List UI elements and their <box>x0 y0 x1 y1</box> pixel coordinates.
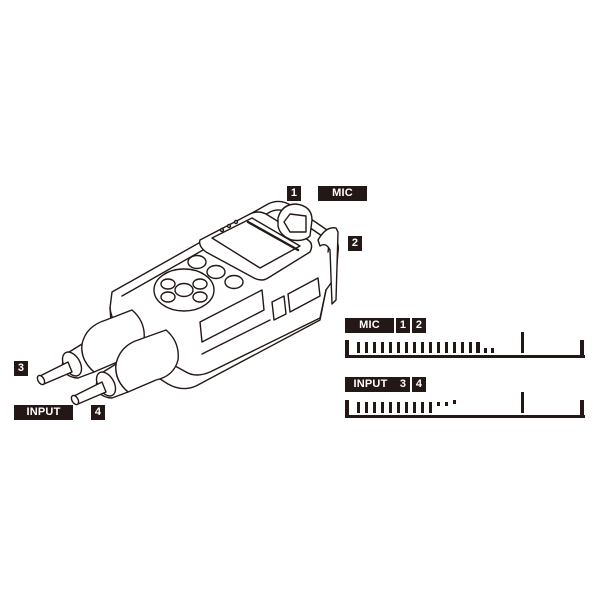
meter-input-label: INPUT <box>345 377 396 392</box>
callout-3: 3 <box>14 361 28 376</box>
input-level-meter <box>345 392 585 418</box>
xlr-plug-4 <box>70 329 179 406</box>
meter-mic-label: MIC <box>345 318 394 333</box>
display-screen <box>211 217 301 269</box>
meter-mic-ch1: 1 <box>396 318 410 333</box>
callout-2: 2 <box>348 236 362 251</box>
mic-clip <box>317 227 339 305</box>
mic-level-meter <box>345 332 585 358</box>
mic-meter-bars <box>357 342 494 353</box>
mic-peak-marker <box>521 332 524 353</box>
meter-mic-ch2: 2 <box>412 318 426 333</box>
input-meter-bars <box>357 400 456 413</box>
callout-input: INPUT <box>14 405 73 420</box>
input-peak-marker <box>521 392 524 413</box>
button-3 <box>224 274 244 290</box>
button-1 <box>187 254 207 270</box>
callout-mic: MIC <box>318 186 367 201</box>
meter-input-ch4: 4 <box>412 377 426 392</box>
callout-1: 1 <box>287 186 301 201</box>
callout-4: 4 <box>91 405 105 420</box>
button-2 <box>206 264 226 280</box>
meter-input-ch3: 3 <box>396 377 410 392</box>
